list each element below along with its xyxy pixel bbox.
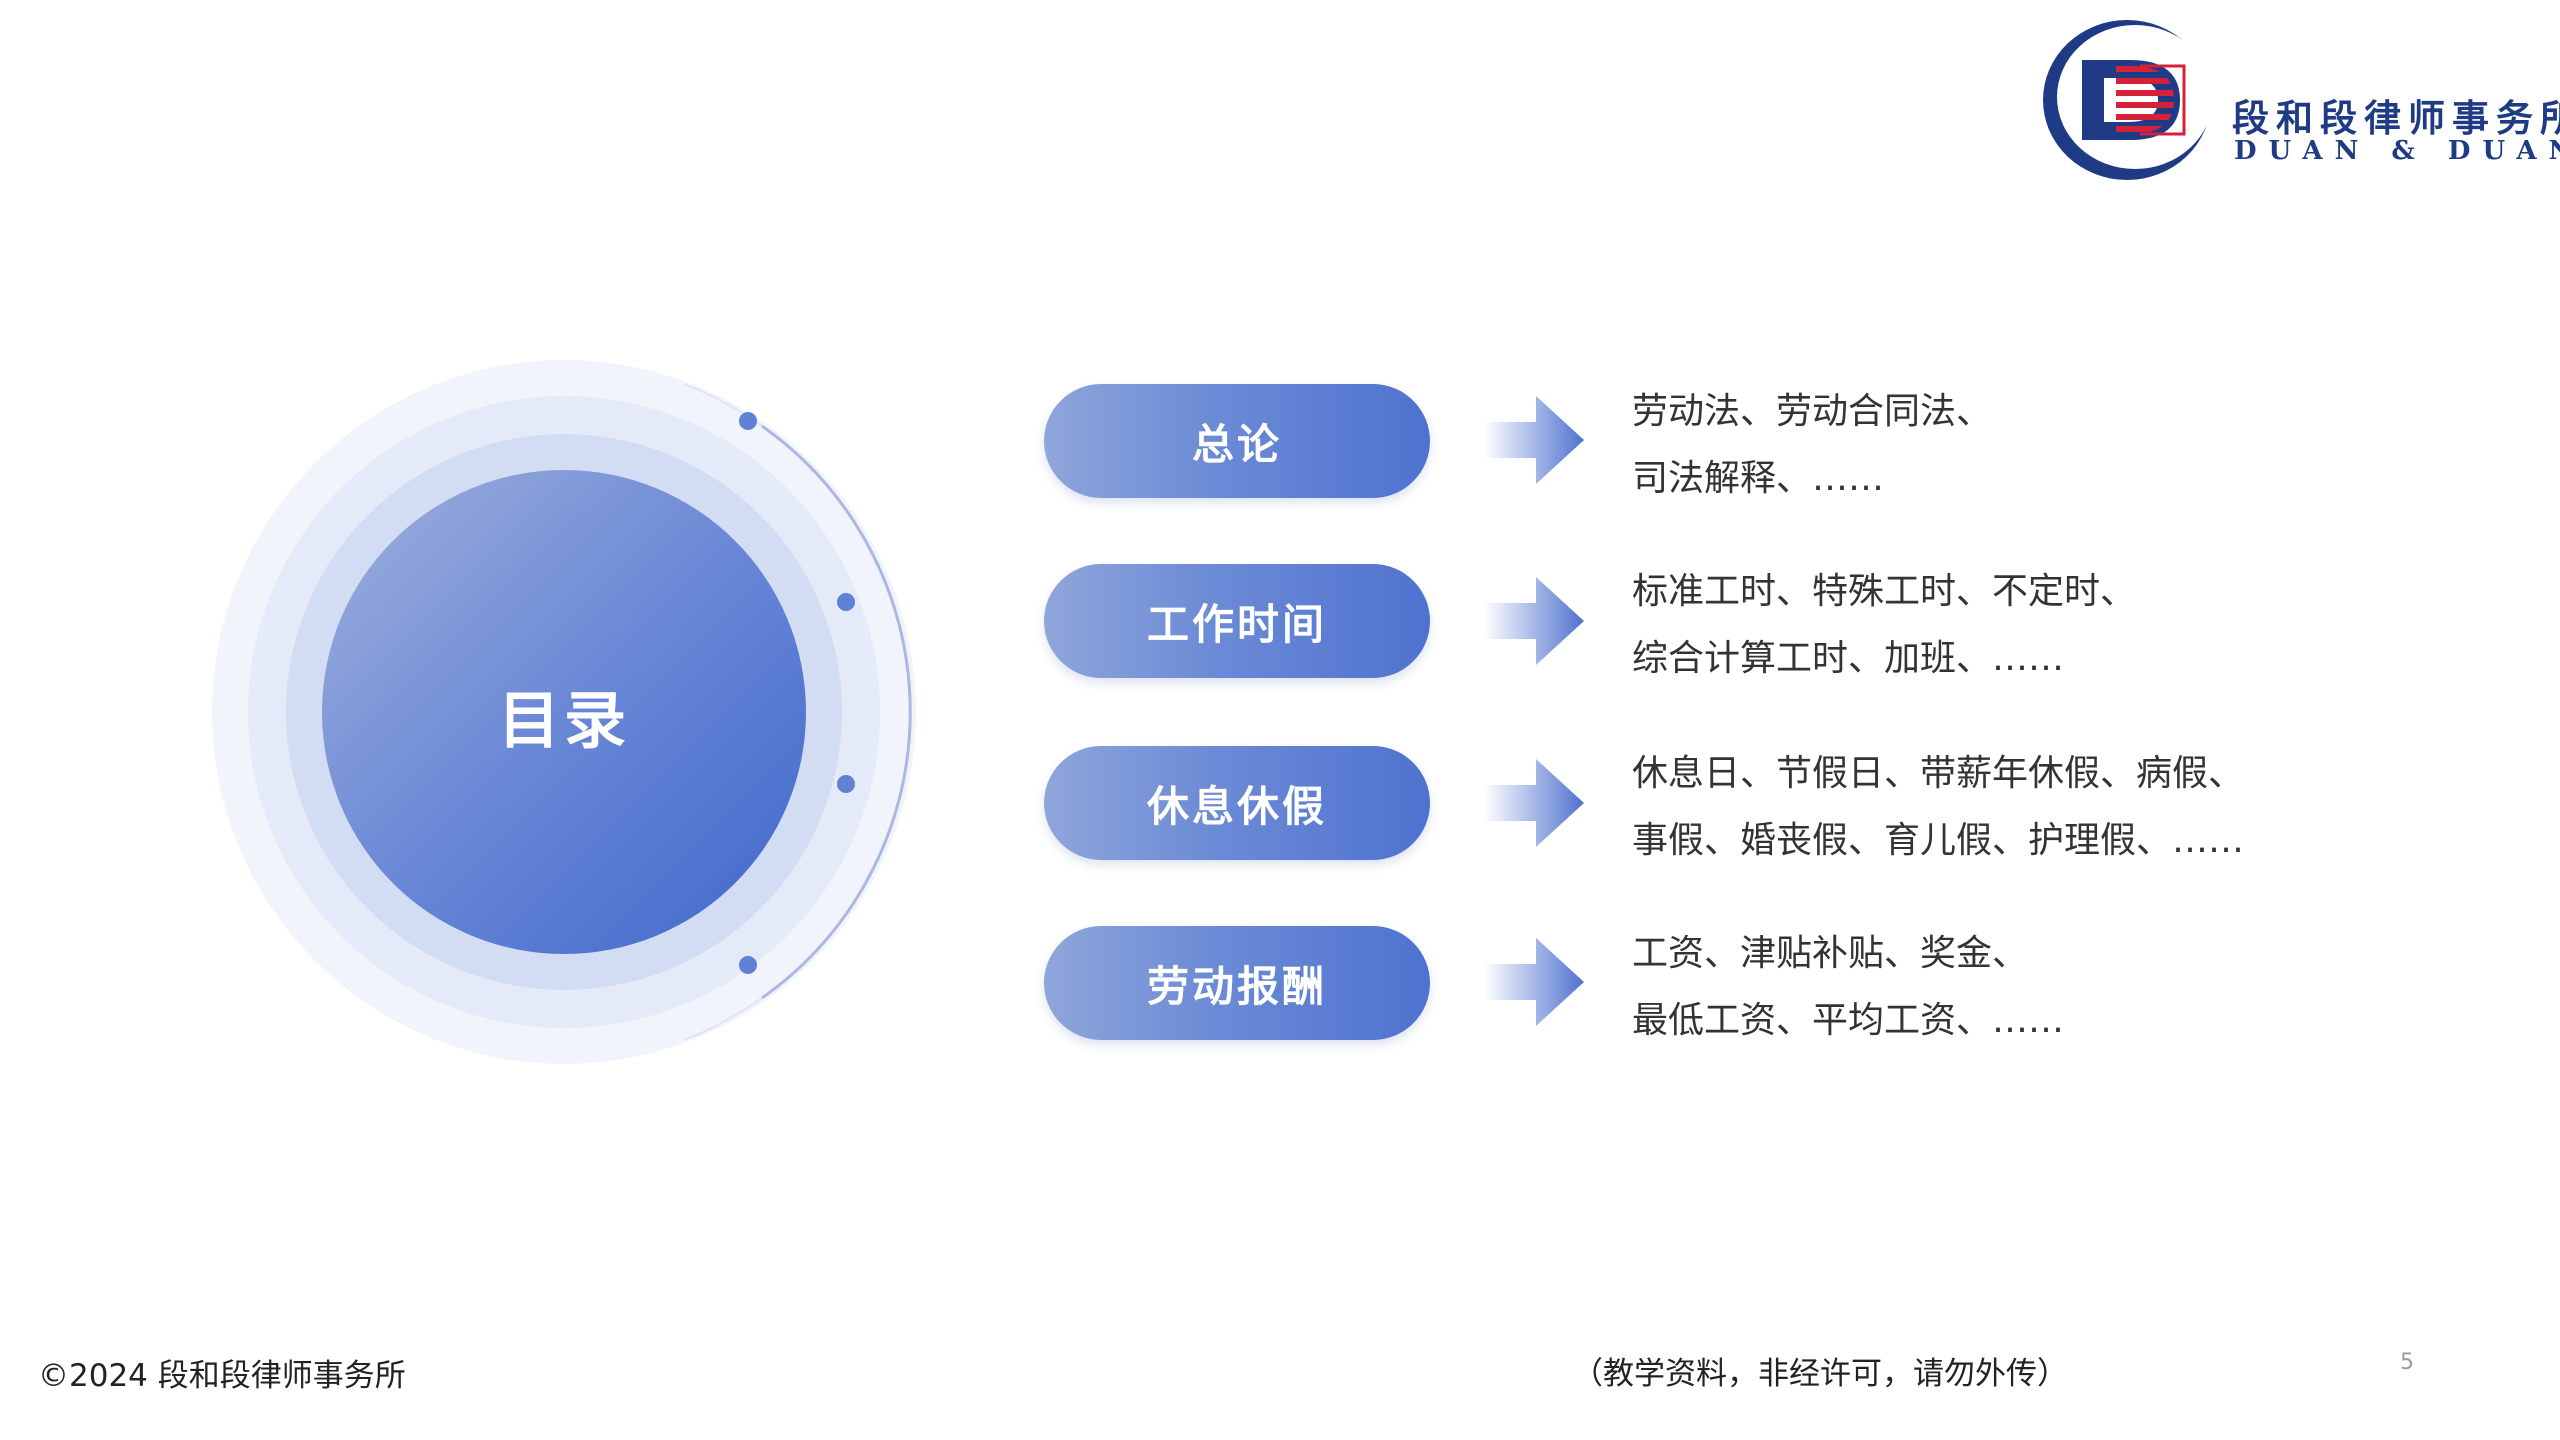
confidentiality-notice: （教学资料，非经许可，请勿外传）	[1572, 1356, 2068, 1392]
arrow-right-icon	[1484, 938, 1584, 1026]
toc-item-working-hours[interactable]: 工作时间	[1044, 564, 1430, 678]
toc-item-working-hours-desc: 标准工时、特殊工时、不定时、 综合计算工时、加班、……	[1632, 558, 2136, 692]
arc-node-4	[739, 956, 757, 974]
desc-line: 工资、津贴补贴、奖金、	[1632, 933, 2029, 974]
arrow-right-icon	[1484, 759, 1584, 847]
page-number: 5	[2400, 1350, 2414, 1375]
firm-name-chinese: 段和段律师事务所	[2232, 96, 2560, 140]
arrow-right-icon	[1484, 396, 1584, 484]
toc-item-rest-leave[interactable]: 休息休假	[1044, 746, 1430, 860]
arc-node-3	[837, 775, 855, 793]
copyright-text: ©2024 段和段律师事务所	[38, 1358, 406, 1394]
desc-line: 司法解释、……	[1632, 458, 1885, 499]
firm-name-english: DUAN & DUAN	[2234, 136, 2560, 166]
toc-title: 目录	[497, 684, 630, 757]
arrow-right-icon	[1484, 577, 1584, 665]
toc-item-general[interactable]: 总论	[1044, 384, 1430, 498]
toc-item-general-desc: 劳动法、劳动合同法、 司法解释、……	[1632, 378, 1992, 512]
toc-item-remuneration-desc: 工资、津贴补贴、奖金、 最低工资、平均工资、……	[1632, 920, 2064, 1054]
firm-logo: 段和段律师事务所 DUAN & DUAN	[2036, 16, 2560, 184]
arc-node-1	[739, 412, 757, 430]
firm-emblem-icon	[2043, 20, 2213, 180]
arc-node-2	[837, 593, 855, 611]
connector-arc	[761, 424, 912, 1000]
desc-line: 标准工时、特殊工时、不定时、	[1632, 571, 2137, 612]
desc-line: 劳动法、劳动合同法、	[1632, 391, 1993, 432]
toc-item-rest-leave-desc: 休息日、节假日、带薪年休假、病假、 事假、婚丧假、育儿假、护理假、……	[1632, 740, 2244, 874]
toc-item-remuneration[interactable]: 劳动报酬	[1044, 926, 1430, 1040]
desc-line: 事假、婚丧假、育儿假、护理假、……	[1632, 820, 2245, 861]
core-circle	[322, 470, 806, 954]
desc-line: 休息日、节假日、带薪年休假、病假、	[1632, 753, 2245, 794]
desc-line: 综合计算工时、加班、……	[1632, 638, 2065, 679]
desc-line: 最低工资、平均工资、……	[1632, 1000, 2065, 1041]
toc-circle-graphic	[212, 360, 916, 1064]
